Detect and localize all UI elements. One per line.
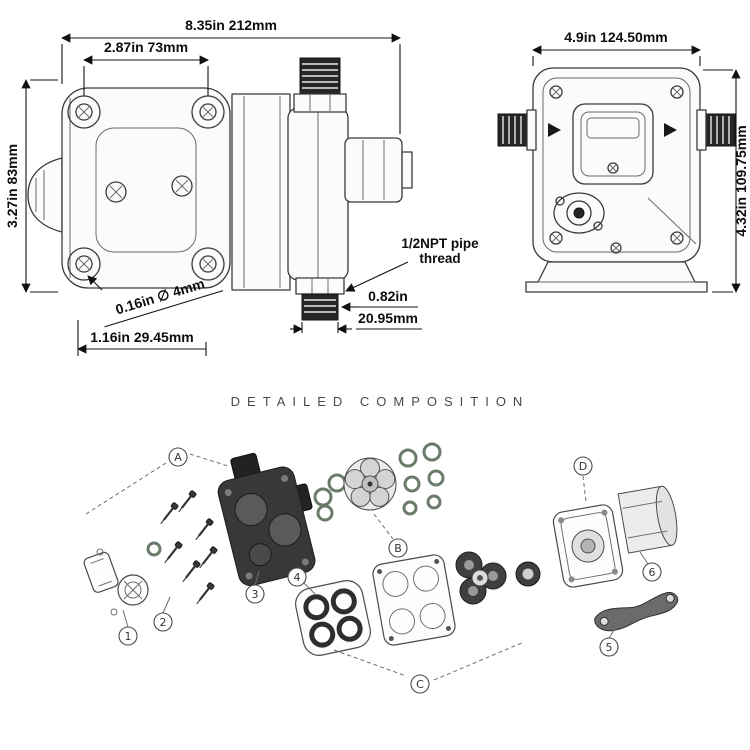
part-bearing	[515, 561, 541, 587]
dim-port-in-label: 0.82in	[368, 288, 408, 304]
part-screws	[146, 490, 218, 605]
part-label-5: 5	[599, 637, 619, 657]
dim-foot-label: 1.16in 29.45mm	[90, 329, 194, 345]
dim-port-mm-label: 20.95mm	[358, 310, 418, 326]
group-a-dash2	[189, 453, 229, 467]
dim-overall-label: 8.35in 212mm	[185, 17, 277, 33]
group-d-dash	[582, 475, 587, 503]
dim-side-height-label: 3.27in 83mm	[4, 144, 20, 228]
dim-side-height: 3.27in 83mm	[4, 79, 58, 293]
part-label-6-text: 6	[649, 566, 656, 579]
part-wobble-plate	[455, 551, 507, 605]
callout-line1: 1/2NPT pipe	[401, 236, 479, 251]
dim-bolt-span: 2.87in 73mm	[83, 39, 209, 96]
dim-front-height-label: 4.32in 109.75mm	[733, 125, 749, 236]
part-label-1: 1	[118, 626, 138, 646]
part-motor	[552, 485, 678, 588]
part-oring-plate	[295, 580, 371, 656]
part-label-2-text: 2	[160, 616, 167, 629]
dim-front-width-label: 4.9in 124.50mm	[564, 29, 668, 45]
callout-pipe-thread: 1/2NPT pipe thread	[345, 236, 479, 292]
group-c-dash1	[333, 649, 407, 677]
group-label-b-text: B	[394, 542, 402, 555]
flow-arrow-outlet-icon	[664, 123, 677, 137]
part-label-2: 2	[153, 612, 173, 632]
group-b-dash	[373, 513, 394, 540]
dim-front-height: 4.32in 109.75mm	[703, 69, 749, 293]
pump-front-view	[497, 67, 736, 293]
part-label-4: 4	[287, 567, 307, 587]
pressure-switch	[553, 192, 605, 234]
part-label-5-text: 5	[606, 641, 613, 654]
part-gasket-plate	[372, 554, 456, 646]
part-mount-bracket	[594, 591, 679, 632]
callout-line2: thread	[419, 251, 460, 266]
exploded-view: A B C D 1 2 3 4	[83, 442, 679, 694]
dim-overall-width: 8.35in 212mm	[61, 17, 401, 134]
group-label-c: C	[410, 674, 430, 694]
dim-front-width: 4.9in 124.50mm	[532, 29, 701, 66]
pump-side-view	[27, 57, 413, 321]
group-c-dash2	[433, 641, 525, 681]
part-label-6: 6	[642, 562, 662, 582]
group-label-a-text: A	[174, 451, 182, 464]
dim-foot-offset: 1.16in 29.45mm	[77, 320, 207, 356]
part-pressure-switch	[83, 548, 149, 616]
dim-bolt-span-label: 2.87in 73mm	[104, 39, 188, 55]
part-label-3: 3	[245, 584, 265, 604]
part-pump-head	[217, 452, 316, 587]
group-label-d: D	[573, 456, 593, 476]
group-label-a: A	[168, 447, 188, 467]
group-a-dash	[85, 462, 167, 515]
flow-arrow-inlet-icon	[548, 123, 561, 137]
group-label-c-text: C	[416, 678, 424, 691]
part-label-3-text: 3	[252, 588, 259, 601]
front-corner-screws	[549, 85, 684, 245]
section-heading: DETAILED COMPOSITION	[231, 394, 530, 409]
group-label-d-text: D	[579, 460, 587, 473]
group-label-b: B	[388, 538, 408, 558]
part-label-1-text: 1	[125, 630, 132, 643]
bracket-screw-bosses	[67, 95, 225, 281]
dim-port-width: 0.82in 20.95mm	[290, 288, 422, 334]
part-valve-assembly	[313, 442, 445, 522]
part-label-4-text: 4	[294, 571, 301, 584]
